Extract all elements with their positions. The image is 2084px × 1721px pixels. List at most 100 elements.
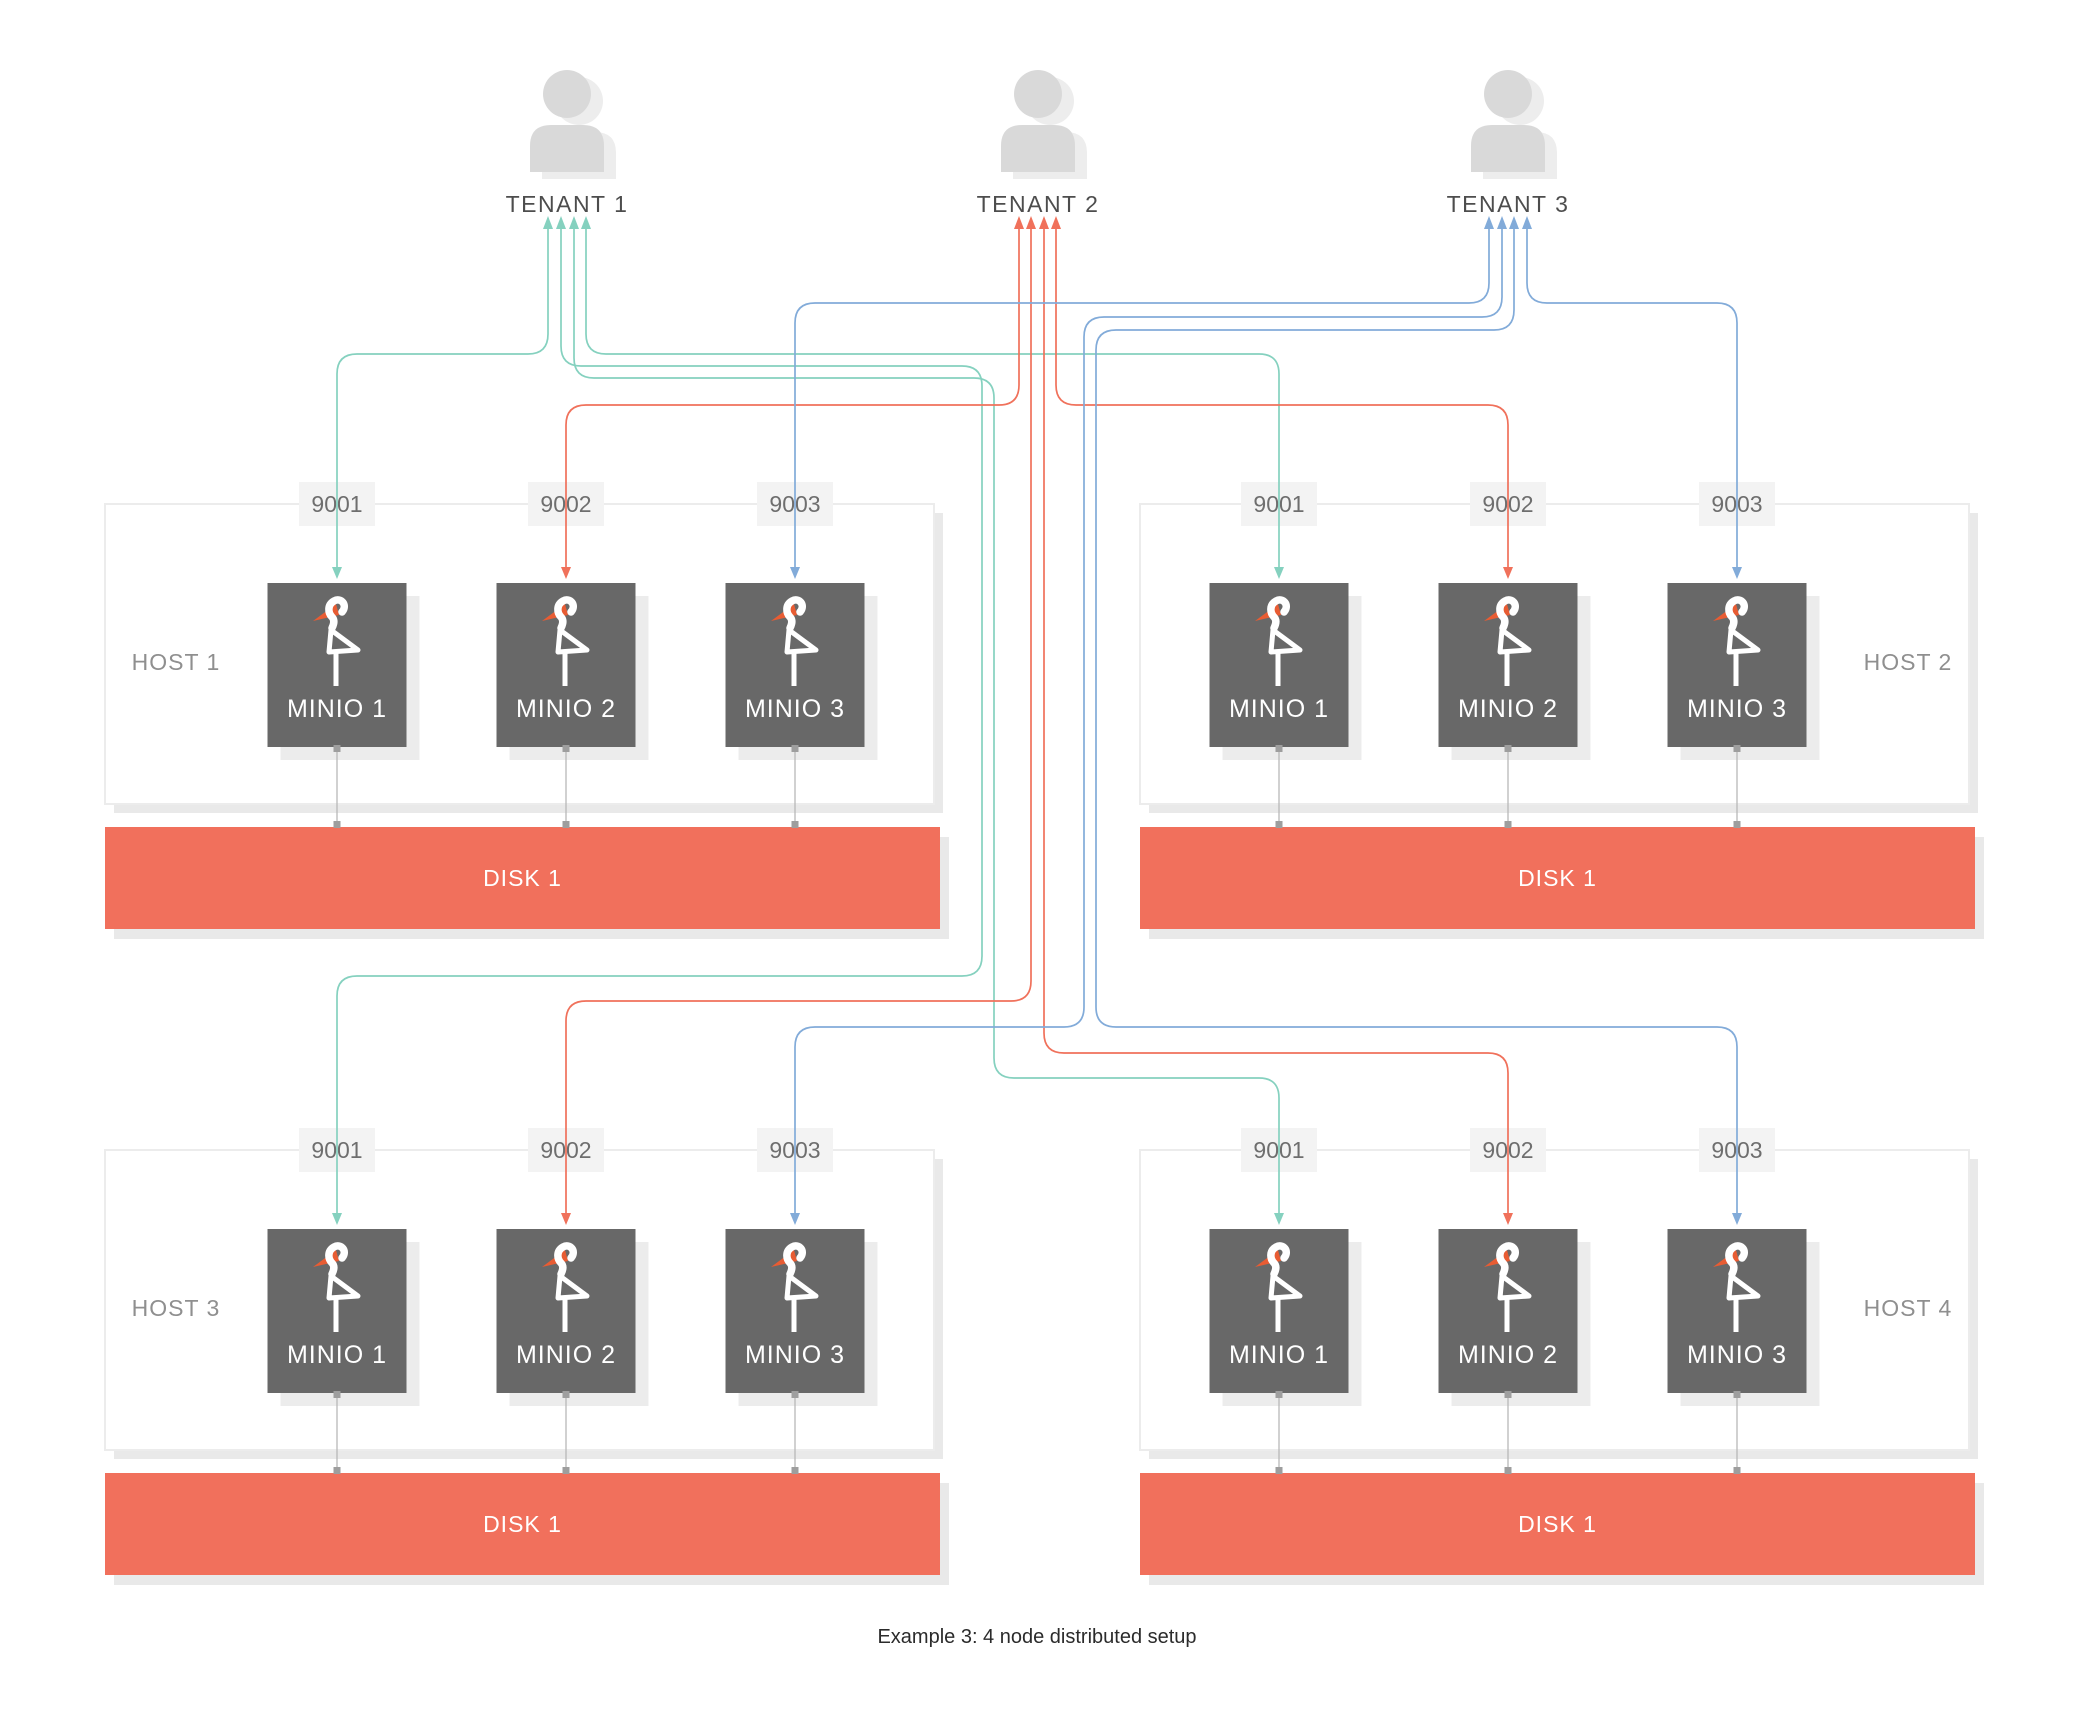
minio-node-label: MINIO 3 xyxy=(745,1341,845,1369)
arrow-up-icon xyxy=(1014,216,1024,229)
arrow-up-icon xyxy=(1522,216,1532,229)
link-endpoint-square xyxy=(333,1391,341,1398)
tenant-label: TENANT 3 xyxy=(1447,191,1570,217)
minio-node: MINIO 3 xyxy=(725,1229,878,1406)
host-label: HOST 4 xyxy=(1864,1295,1953,1321)
minio-node: MINIO 2 xyxy=(496,583,649,760)
arrow-down-icon xyxy=(561,1213,571,1225)
minio-node-label: MINIO 2 xyxy=(516,695,616,723)
arrow-up-icon xyxy=(1484,216,1494,229)
connection-path xyxy=(565,228,1020,568)
connection-tenant-3-to-host-3 xyxy=(790,216,1507,1225)
arrow-up-icon xyxy=(1497,216,1507,229)
arrow-up-icon xyxy=(1039,216,1049,229)
tenant-label: TENANT 2 xyxy=(977,191,1100,217)
arrow-down-icon xyxy=(790,1213,800,1225)
arrow-down-icon xyxy=(1274,1213,1284,1225)
connection-path xyxy=(1043,228,1509,1214)
minio-node: MINIO 2 xyxy=(496,1229,649,1406)
connection-tenant-1-to-host-1 xyxy=(332,216,553,579)
link-endpoint-square xyxy=(1504,745,1512,752)
link-endpoint-square xyxy=(1504,821,1512,828)
disk-label: DISK 1 xyxy=(1518,865,1597,891)
node-disk-link xyxy=(1504,745,1512,828)
link-endpoint-square xyxy=(791,1467,799,1474)
arrow-down-icon xyxy=(1503,567,1513,579)
link-endpoint-square xyxy=(791,745,799,752)
link-endpoint-square xyxy=(1275,1391,1283,1398)
disk-label: DISK 1 xyxy=(483,865,562,891)
connection-path xyxy=(1095,228,1738,1214)
connection-path xyxy=(1055,228,1509,568)
arrow-down-icon xyxy=(561,567,571,579)
link-endpoint-square xyxy=(1275,821,1283,828)
connection-tenant-2-to-host-3 xyxy=(561,216,1036,1225)
connection-tenant-1-to-host-3 xyxy=(332,216,983,1225)
arrow-down-icon xyxy=(1732,1213,1742,1225)
arrow-up-icon xyxy=(1051,216,1061,229)
arrow-down-icon xyxy=(1274,567,1284,579)
disk-bar xyxy=(1140,1473,1975,1575)
node-disk-links-layer xyxy=(333,745,1741,1474)
link-endpoint-square xyxy=(1733,1391,1741,1398)
disk-label: DISK 1 xyxy=(483,1511,562,1537)
minio-node: MINIO 1 xyxy=(267,583,420,760)
connection-path xyxy=(585,228,1280,568)
node-disk-link xyxy=(791,745,799,828)
connection-path xyxy=(794,228,1503,1214)
minio-node-label: MINIO 2 xyxy=(1458,695,1558,723)
minio-node: MINIO 3 xyxy=(1667,583,1820,760)
link-endpoint-square xyxy=(562,821,570,828)
connection-path xyxy=(794,228,1490,568)
minio-node-label: MINIO 2 xyxy=(516,1341,616,1369)
connection-path xyxy=(336,228,983,1214)
link-endpoint-square xyxy=(1733,745,1741,752)
connection-tenant-3-to-host-2 xyxy=(1522,216,1742,579)
link-endpoint-square xyxy=(1733,821,1741,828)
minio-node-label: MINIO 1 xyxy=(287,695,387,723)
connection-tenant-2-to-host-4 xyxy=(1039,216,1513,1225)
minio-node: MINIO 3 xyxy=(725,583,878,760)
connection-tenant-3-to-host-1 xyxy=(790,216,1494,579)
link-endpoint-square xyxy=(791,1391,799,1398)
link-endpoint-square xyxy=(1504,1467,1512,1474)
minio-node: MINIO 1 xyxy=(267,1229,420,1406)
minio-node: MINIO 1 xyxy=(1209,583,1362,760)
arrow-down-icon xyxy=(790,567,800,579)
node-disk-link xyxy=(1733,745,1741,828)
connection-tenant-1-to-host-2 xyxy=(581,216,1284,579)
link-endpoint-square xyxy=(1275,1467,1283,1474)
tenant-3 xyxy=(1471,70,1557,179)
minio-node-label: MINIO 1 xyxy=(1229,695,1329,723)
arrow-up-icon xyxy=(581,216,591,229)
node-disk-link xyxy=(562,745,570,828)
host-label: HOST 3 xyxy=(132,1295,221,1321)
node-disk-link xyxy=(1275,745,1283,828)
connection-tenant-3-to-host-4 xyxy=(1095,216,1742,1225)
connection-path xyxy=(1526,228,1738,568)
connection-path xyxy=(565,228,1032,1214)
disk-bar xyxy=(105,827,940,929)
tenant-1 xyxy=(530,70,616,179)
connection-tenant-2-to-host-2 xyxy=(1051,216,1513,579)
minio-node: MINIO 3 xyxy=(1667,1229,1820,1406)
minio-node-label: MINIO 3 xyxy=(1687,1341,1787,1369)
node-disk-link xyxy=(1504,1391,1512,1474)
link-endpoint-square xyxy=(562,745,570,752)
node-disk-link xyxy=(1275,1391,1283,1474)
arrow-down-icon xyxy=(332,1213,342,1225)
connections-layer xyxy=(332,216,1742,1225)
disk-bar xyxy=(1140,827,1975,929)
link-endpoint-square xyxy=(562,1467,570,1474)
arrow-up-icon xyxy=(1026,216,1036,229)
link-endpoint-square xyxy=(333,821,341,828)
node-disk-link xyxy=(1733,1391,1741,1474)
node-disk-link xyxy=(562,1391,570,1474)
connection-tenant-1-to-host-4 xyxy=(569,216,1284,1225)
arrow-down-icon xyxy=(1732,567,1742,579)
minio-node-label: MINIO 3 xyxy=(1687,695,1787,723)
